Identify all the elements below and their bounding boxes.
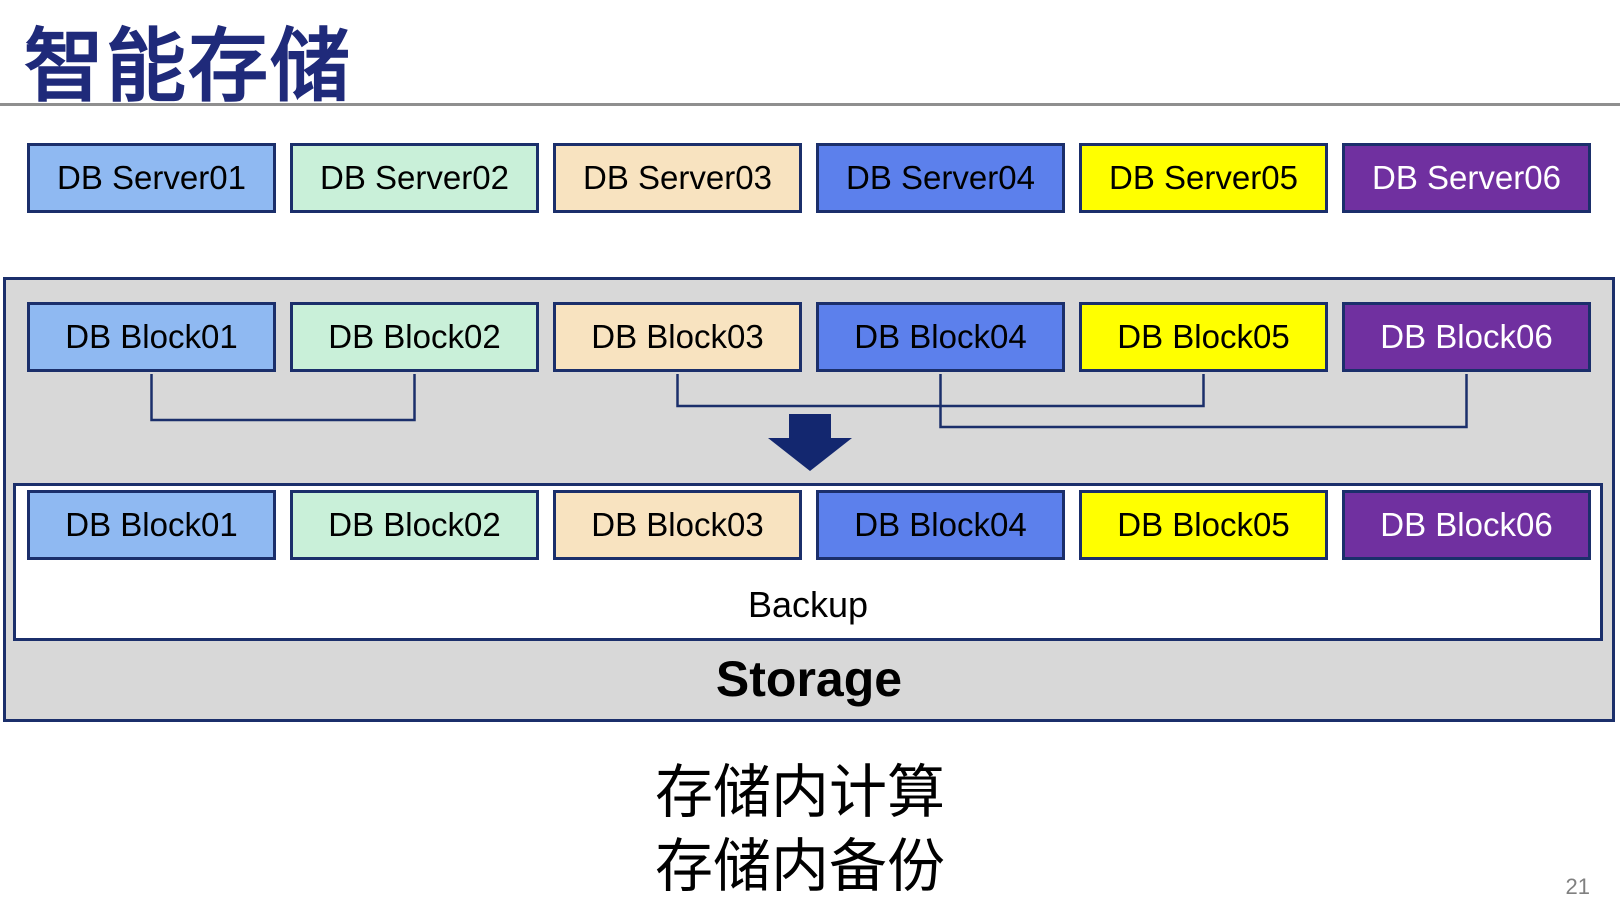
db-block-box: DB Block02 bbox=[290, 302, 539, 372]
db-block-row-top: DB Block01 DB Block02 DB Block03 DB Bloc… bbox=[27, 302, 1591, 372]
db-server-box: DB Server04 bbox=[816, 143, 1065, 213]
db-block-box: DB Block05 bbox=[1079, 302, 1328, 372]
backup-label: Backup bbox=[747, 584, 869, 625]
db-server-box: DB Server06 bbox=[1342, 143, 1591, 213]
storage-label: Storage bbox=[715, 651, 903, 707]
db-block-box: DB Block04 bbox=[816, 302, 1065, 372]
db-block-box: DB Block05 bbox=[1079, 490, 1328, 560]
db-block-box: DB Block03 bbox=[553, 490, 802, 560]
storage-container: DB Block01 DB Block02 DB Block03 DB Bloc… bbox=[3, 277, 1615, 722]
db-block-box: DB Block06 bbox=[1342, 490, 1591, 560]
db-server-box: DB Server03 bbox=[553, 143, 802, 213]
db-server-row: DB Server01 DB Server02 DB Server03 DB S… bbox=[27, 143, 1591, 213]
db-server-box: DB Server05 bbox=[1079, 143, 1328, 213]
page-title: 智能存储 bbox=[24, 22, 352, 111]
db-block-box: DB Block06 bbox=[1342, 302, 1591, 372]
page-number: 21 bbox=[1565, 874, 1590, 899]
db-block-row-bottom: DB Block01 DB Block02 DB Block03 DB Bloc… bbox=[27, 490, 1591, 560]
db-block-box: DB Block04 bbox=[816, 490, 1065, 560]
caption-line: 存储内备份 bbox=[655, 834, 946, 899]
caption-line: 存储内计算 bbox=[655, 760, 946, 825]
title-divider bbox=[0, 103, 1620, 106]
db-server-box: DB Server02 bbox=[290, 143, 539, 213]
db-server-box: DB Server01 bbox=[27, 143, 276, 213]
db-block-box: DB Block01 bbox=[27, 302, 276, 372]
backup-box: DB Block01 DB Block02 DB Block03 DB Bloc… bbox=[13, 483, 1603, 641]
db-block-box: DB Block03 bbox=[553, 302, 802, 372]
db-block-box: DB Block02 bbox=[290, 490, 539, 560]
caption-block: 存储内计算 存储内备份 bbox=[655, 756, 945, 904]
db-block-box: DB Block01 bbox=[27, 490, 276, 560]
